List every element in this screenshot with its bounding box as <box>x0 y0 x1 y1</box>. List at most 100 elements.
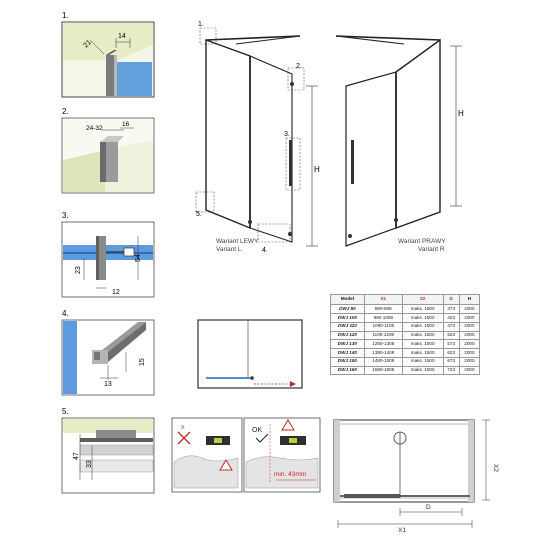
cell-d: 373 <box>442 304 460 314</box>
step-1-label: 1. <box>62 11 69 20</box>
dim-24-32: 24-32 <box>86 125 103 132</box>
cell-model: DWJ 120 <box>330 330 365 341</box>
cell-model: DWJ 100 <box>330 312 365 323</box>
cell-x2: maks. 1500 <box>401 312 444 323</box>
cell-model: DWJ 130 <box>330 339 365 350</box>
callout-3: 3. <box>284 131 290 138</box>
header-model: Model <box>330 293 365 306</box>
detail-2 <box>61 117 155 194</box>
level-check-panel-ok <box>243 417 321 493</box>
header-x1: X1 <box>363 293 403 306</box>
dim-16: 16 <box>122 121 130 128</box>
dim-14: 14 <box>118 33 126 40</box>
detail-1 <box>61 21 155 98</box>
cell-h: 2000 <box>458 321 481 332</box>
cell-d: 723 <box>442 365 460 376</box>
cell-x2: maks. 1500 <box>401 321 444 332</box>
callout-1: 1. <box>198 21 204 28</box>
cell-model: DWJ 90 <box>330 304 365 314</box>
table-row: DWJ 110 1090-1108 maks. 1500 473 2000 <box>330 321 481 332</box>
cell-h: 2000 <box>458 356 481 367</box>
cell-x1: 990-1008 <box>363 312 403 323</box>
cell-x1: 1190-1208 <box>363 330 403 341</box>
table-row: DWJ 160 1590-1608 maks. 1500 723 2000 <box>330 365 481 376</box>
cell-x2: maks. 1500 <box>401 330 444 341</box>
top-view-installation <box>197 319 303 389</box>
variant-left-drawing <box>195 27 318 247</box>
cell-x1: 1290-1308 <box>363 339 403 350</box>
marker-x-label: X <box>181 425 185 431</box>
dim-12: 12 <box>112 289 120 296</box>
cell-h: 2000 <box>458 304 481 314</box>
step-3-label: 3. <box>62 211 69 220</box>
callout-5: 5. <box>196 211 202 218</box>
cell-x1: 1390-1408 <box>363 348 403 358</box>
dimension-x1: X1 <box>398 527 406 534</box>
cell-x1: 890-908 <box>363 304 403 314</box>
variant-left-label: Wariant LEWY <box>216 238 259 245</box>
cell-x1: 1490-1508 <box>363 356 403 367</box>
header-h: H <box>458 293 481 306</box>
cell-x2: maks. 1500 <box>401 348 444 358</box>
table-row: DWJ 140 1390-1408 maks. 1500 623 2000 <box>330 348 481 358</box>
detail-4 <box>61 319 155 396</box>
level-check-panel-x <box>171 417 243 493</box>
plan-view <box>333 419 490 528</box>
dim-33: 33 <box>86 460 93 468</box>
dim-47: 47 <box>73 452 80 460</box>
step-5-label: 5. <box>62 407 69 416</box>
table-row: DWJ 90 890-908 maks. 1500 373 2000 <box>330 304 481 314</box>
cell-model: DWJ 150 <box>330 356 365 367</box>
cell-d: 573 <box>442 339 460 350</box>
dimensions-table: Model X1 X2 D H DWJ 90 890-908 maks. 150… <box>330 293 481 376</box>
cell-x1: 1590-1608 <box>363 365 403 376</box>
variant-right-label: Wariant PRAWY <box>398 238 446 245</box>
dimension-x2: X2 <box>492 464 499 472</box>
dim-54: 54 <box>135 254 142 262</box>
dim-15: 15 <box>139 358 146 366</box>
dim-21: 21 <box>82 39 93 50</box>
cell-h: 2000 <box>458 348 481 358</box>
variant-right-sublabel: Variant R <box>418 246 445 253</box>
detail-3 <box>61 221 155 298</box>
callout-4: 4. <box>262 247 268 254</box>
header-x2: X2 <box>401 293 444 306</box>
cell-d: 623 <box>442 348 460 358</box>
cell-h: 2000 <box>458 365 481 376</box>
variant-left-sublabel: Variant L <box>216 246 242 253</box>
dim-23: 23 <box>75 266 82 274</box>
table-row: DWJ 150 1490-1508 maks. 1500 673 2000 <box>330 356 481 367</box>
cell-model: DWJ 140 <box>330 348 365 358</box>
dimension-d: D <box>426 504 431 511</box>
cell-model: DWJ 110 <box>330 321 365 332</box>
cell-x2: maks. 1500 <box>401 304 444 314</box>
cell-h: 2000 <box>458 312 481 323</box>
dim-13: 13 <box>104 381 112 388</box>
cell-d: 473 <box>442 321 460 332</box>
table-row: DWJ 120 1190-1208 maks. 1500 523 2000 <box>330 330 481 341</box>
callout-2: 2. <box>296 63 302 70</box>
marker-ok-label: OK <box>252 427 262 434</box>
table-header-row: Model X1 X2 D H <box>330 293 481 306</box>
min-43mm-label: min. 43mm <box>274 471 306 478</box>
table-row: DWJ 130 1290-1308 maks. 1500 573 2000 <box>330 339 481 350</box>
cell-d: 673 <box>442 356 460 367</box>
step-4-label: 4. <box>62 309 69 318</box>
cell-x2: maks. 1500 <box>401 365 444 376</box>
step-2-label: 2. <box>62 107 69 116</box>
cell-d: 523 <box>442 330 460 341</box>
cell-d: 423 <box>442 312 460 323</box>
variant-right-drawing <box>335 35 462 247</box>
detail-5 <box>61 417 155 494</box>
cell-h: 2000 <box>458 330 481 341</box>
cell-x1: 1090-1108 <box>363 321 403 332</box>
dimension-h-right: H <box>458 109 464 118</box>
cell-h: 2000 <box>458 339 481 350</box>
cell-model: DWJ 160 <box>330 365 365 376</box>
cell-x2: maks. 1500 <box>401 356 444 367</box>
cell-x2: maks. 1500 <box>401 339 444 350</box>
dimension-h-left: H <box>314 165 320 174</box>
table-body: DWJ 90 890-908 maks. 1500 373 2000 DWJ 1… <box>330 304 481 376</box>
header-d: D <box>442 293 460 306</box>
